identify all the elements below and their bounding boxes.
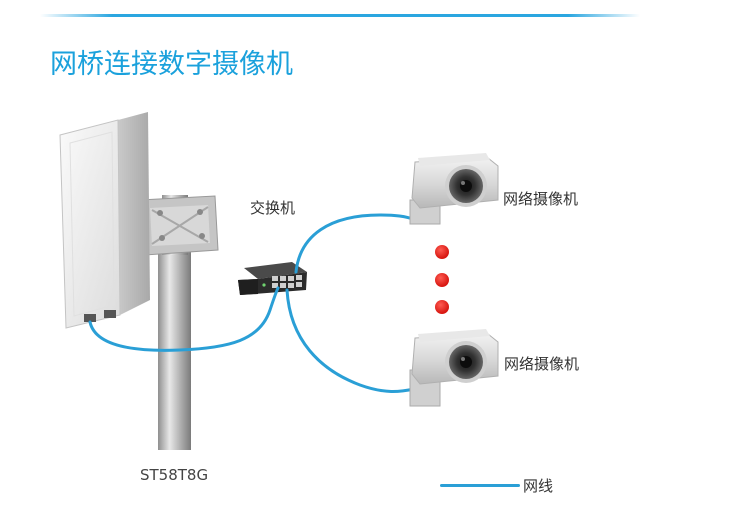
switch-label: 交换机 <box>250 199 296 217</box>
ip-camera-icon <box>409 153 499 225</box>
cable-switch-to-camera-bottom <box>285 288 416 393</box>
network-cables <box>88 213 418 393</box>
legend-cable-swatch <box>440 484 520 487</box>
ellipsis-dots <box>435 245 449 314</box>
bridge-model-label: ST58T8G <box>140 466 209 484</box>
cable-bridge-to-switch <box>88 286 280 352</box>
network-switch-icon <box>238 262 307 295</box>
top-divider <box>40 14 640 17</box>
page-title: 网桥连接数字摄像机 <box>50 49 293 80</box>
camera-bottom-label: 网络摄像机 <box>504 355 580 373</box>
legend-cable-label: 网线 <box>523 477 554 495</box>
ip-camera-icon <box>409 329 499 407</box>
cable-switch-to-camera-top <box>294 213 418 274</box>
bridge-antenna-icon <box>59 112 219 450</box>
camera-top-label: 网络摄像机 <box>503 190 579 208</box>
